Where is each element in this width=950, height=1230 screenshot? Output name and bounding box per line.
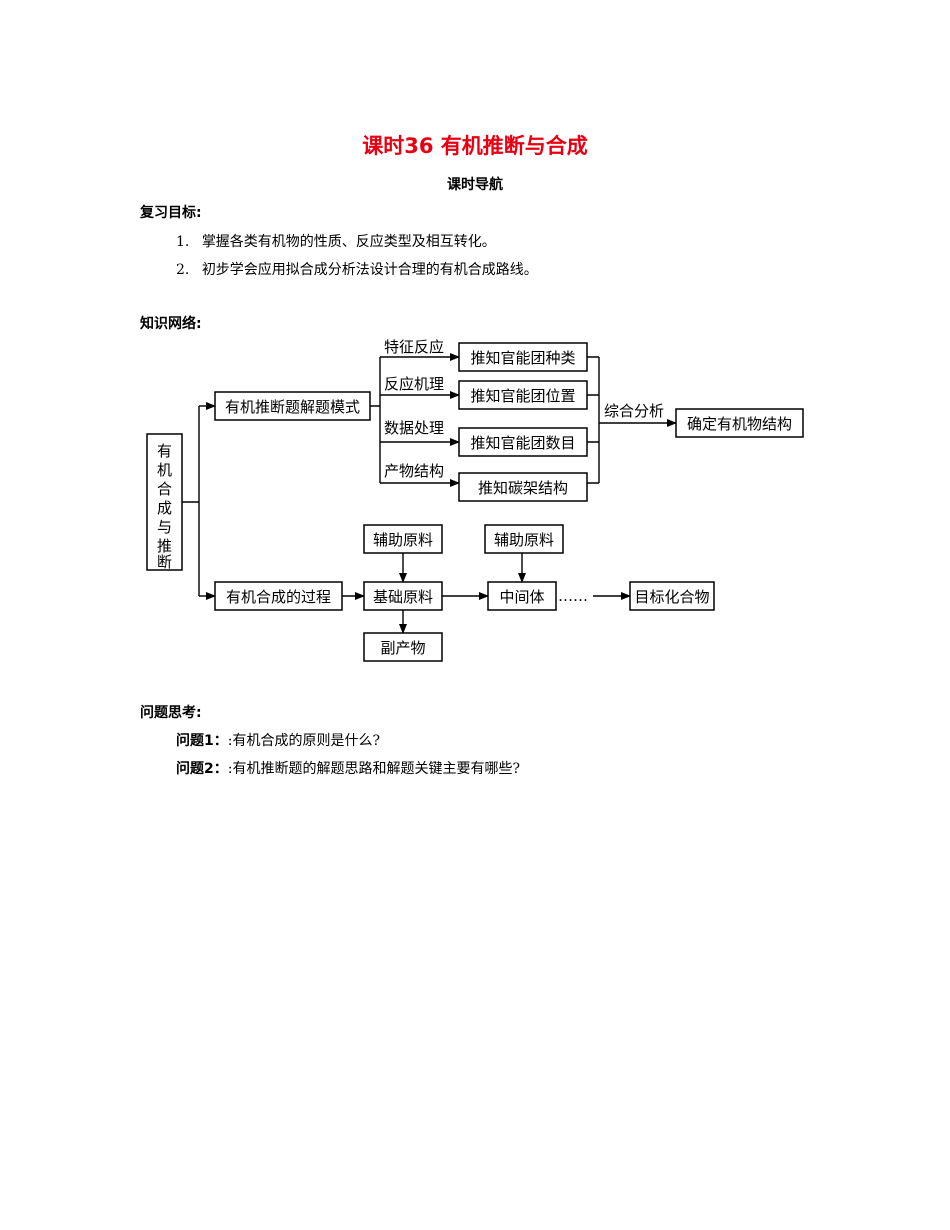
question-label: 问题2： [176, 761, 228, 777]
branch-label-4: 产物结构 [384, 462, 444, 480]
infer-box-3 [458, 427, 588, 457]
byproduct-box-label: 副产物 [380, 639, 425, 657]
infer-box-label: 推知官能团位置 [470, 387, 575, 405]
base-box-label: 基础原料 [373, 588, 433, 606]
infer-box-label: 推知官能团数目 [470, 434, 575, 452]
aux-box-2 [484, 524, 564, 554]
aux-box-label: 辅助原料 [373, 531, 433, 549]
mode-fanout-line [370, 357, 381, 483]
process-box-label: 有机合成的过程 [226, 588, 331, 606]
objective-number: 1. [176, 234, 190, 250]
root-char: 断 [157, 553, 172, 571]
target-box-label: 目标化合物 [634, 588, 709, 606]
objective-number: 2. [176, 262, 190, 278]
aux-box-label: 辅助原料 [494, 531, 554, 549]
question-text: :有机推断题的解题思路和解题关键主要有哪些? [227, 761, 520, 777]
question-item-1: 问题1：:有机合成的原则是什么? [176, 730, 380, 750]
byproduct-box [363, 632, 443, 662]
merge-line [587, 356, 600, 484]
root-char: 成 [157, 499, 172, 517]
objective-item-2: 2. 初步学会应用拟合成分析法设计合理的有机合成路线。 [176, 259, 538, 279]
root-char: 与 [157, 518, 172, 536]
branch-label-2: 反应机理 [384, 375, 444, 393]
page-subtitle: 课时导航 [447, 177, 503, 193]
root-branch-line [182, 406, 200, 596]
question-text: :有机合成的原则是什么? [227, 733, 380, 749]
objectives-heading: 复习目标: [140, 205, 202, 221]
branch-label-1: 特征反应 [384, 338, 444, 356]
analysis-label: 综合分析 [604, 402, 664, 420]
infer-box-label: 推知碳架结构 [478, 479, 568, 497]
intermediate-box [487, 581, 557, 611]
infer-box-label: 推知官能团种类 [470, 349, 575, 367]
structure-box [675, 408, 804, 438]
mode-box-label: 有机推断题解题模式 [225, 398, 360, 416]
branch-label-3: 数据处理 [384, 419, 444, 437]
process-box [214, 581, 343, 611]
network-heading: 知识网络: [140, 316, 202, 332]
objective-text: 掌握各类有机物的性质、反应类型及相互转化。 [201, 234, 496, 250]
root-char: 合 [157, 480, 172, 498]
root-char: 机 [157, 461, 172, 479]
question-item-2: 问题2：:有机推断题的解题思路和解题关键主要有哪些? [176, 758, 520, 778]
root-char: 推 [157, 537, 172, 555]
structure-box-label: 确定有机物结构 [687, 415, 792, 433]
objective-text: 初步学会应用拟合成分析法设计合理的有机合成路线。 [201, 262, 538, 278]
page-title: 课时36 有机推断与合成 [362, 134, 588, 158]
question-label: 问题1： [176, 733, 228, 749]
root-char: 有 [157, 442, 172, 460]
ellipsis-text: …… [558, 587, 588, 605]
infer-box-1 [458, 342, 588, 372]
objective-item-1: 1. 掌握各类有机物的性质、反应类型及相互转化。 [176, 231, 496, 251]
infer-box-4 [458, 472, 588, 502]
questions-heading: 问题思考: [140, 705, 202, 721]
intermediate-box-label: 中间体 [499, 588, 544, 606]
base-box [363, 581, 443, 611]
target-box [629, 581, 715, 611]
